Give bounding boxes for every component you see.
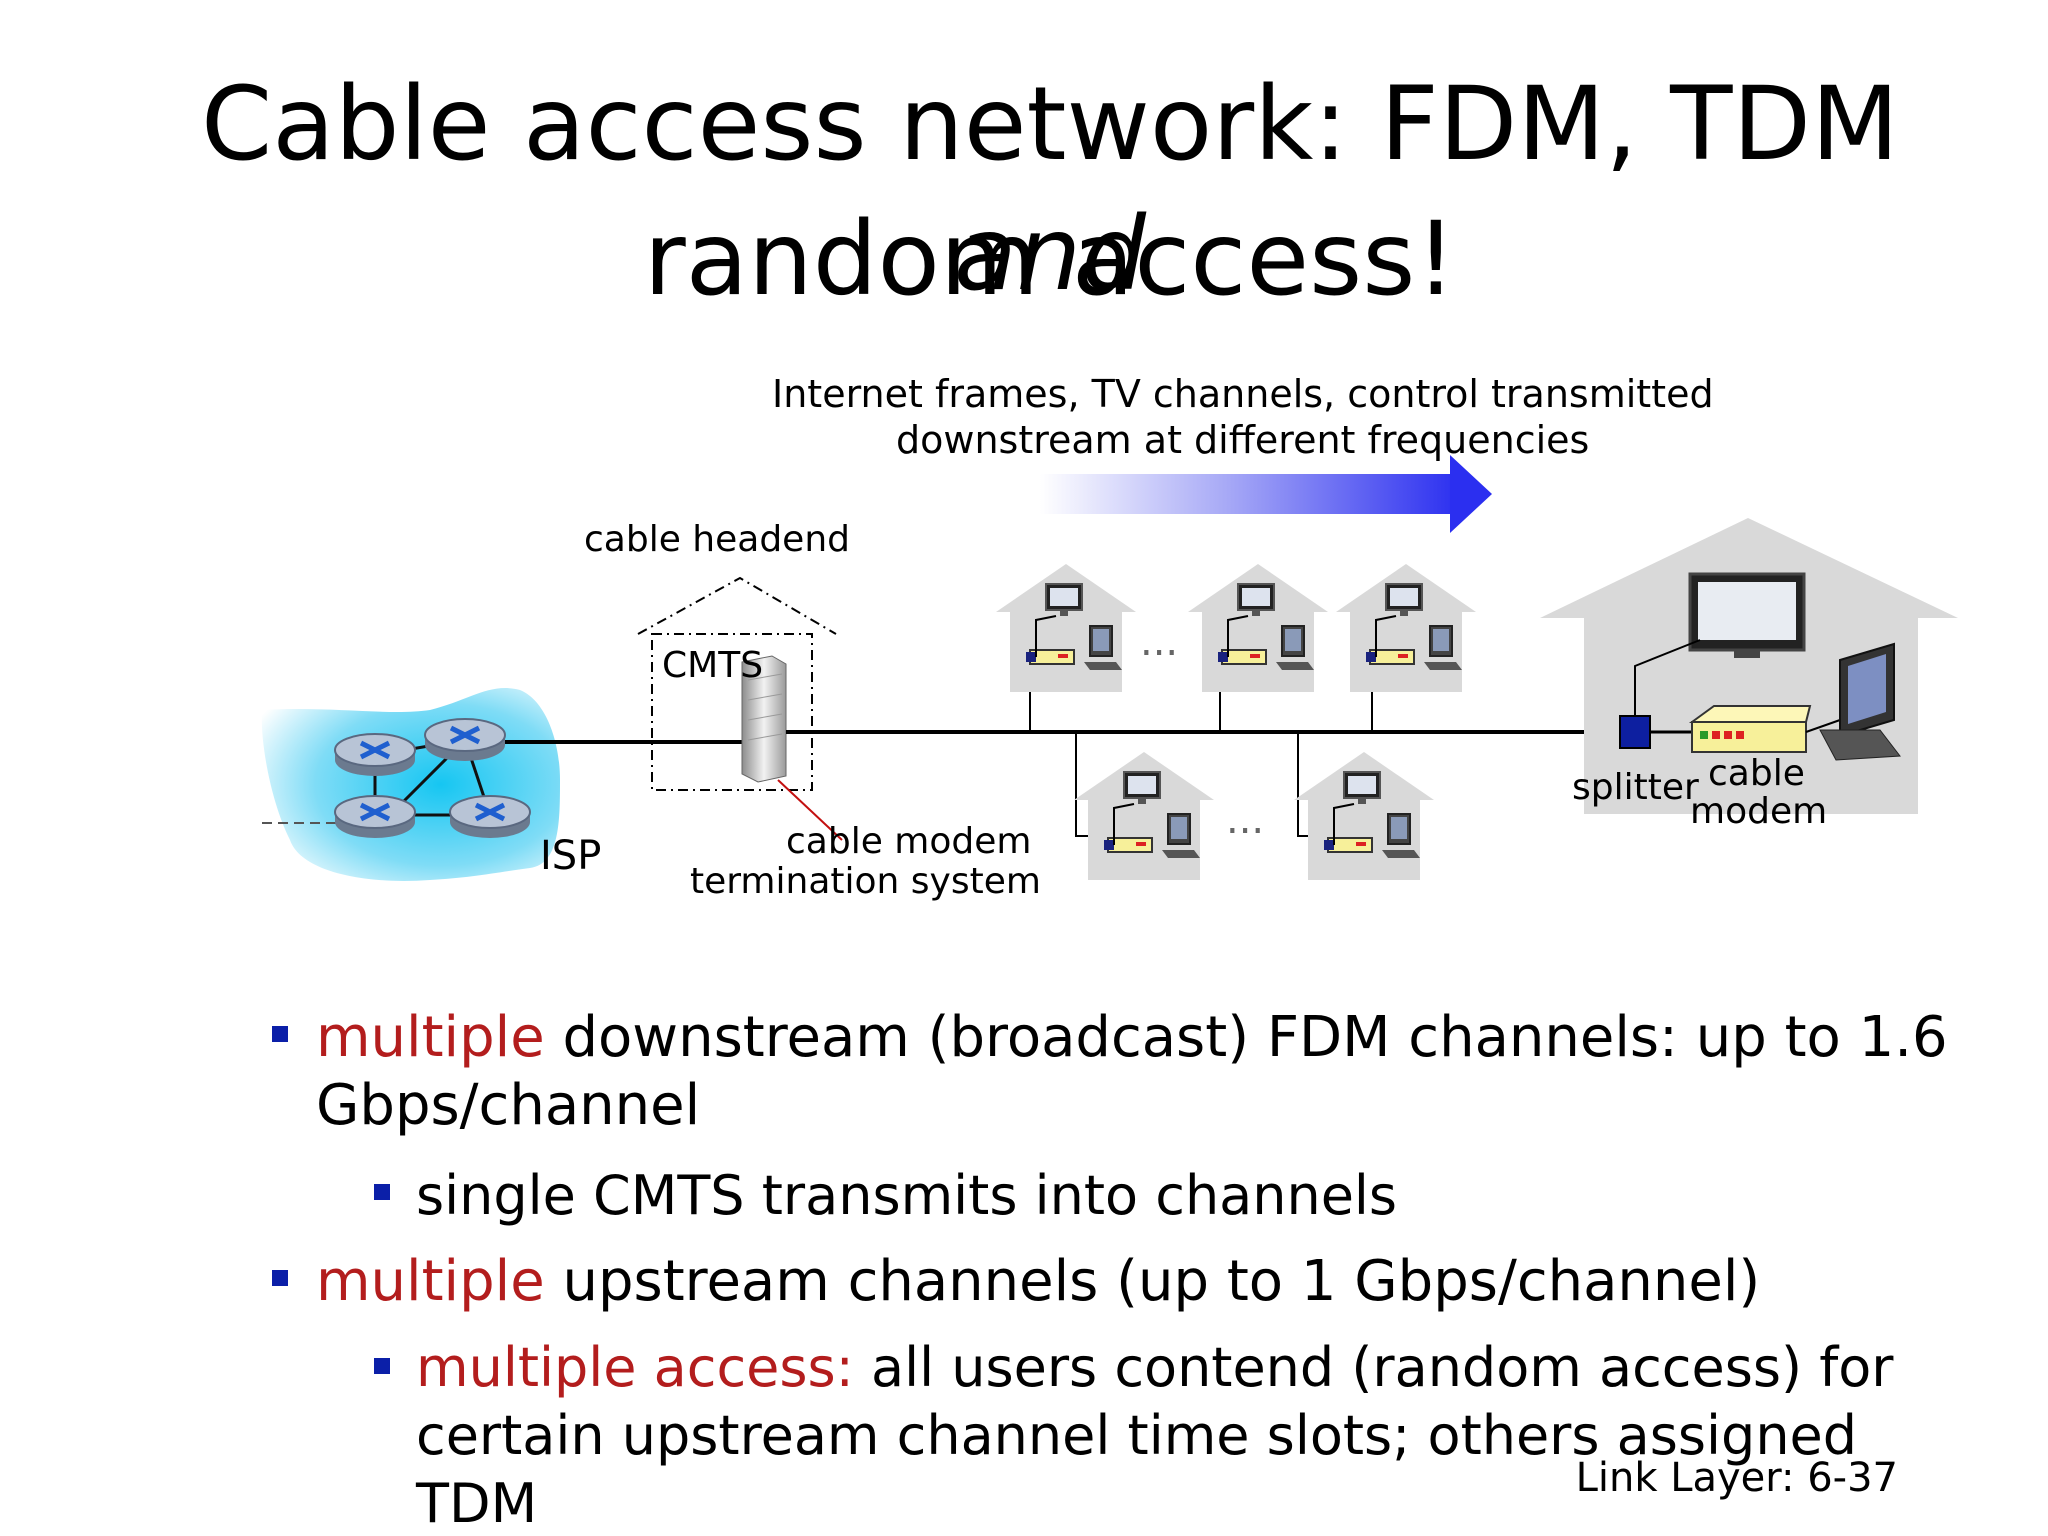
- cmts-full-label-line1: cable modem: [786, 821, 1032, 862]
- cable-network-diagram: [261, 455, 1958, 881]
- cmts-rack-icon: [741, 655, 787, 783]
- router-icon: [335, 796, 415, 838]
- cable-modem-label-line1: cable: [1708, 753, 1805, 794]
- slide-footer: Link Layer: 6-37: [1575, 1455, 1898, 1501]
- subscriber-house-icon: [995, 563, 1137, 693]
- bullet-2: single CMTS transmits into channels: [416, 1164, 1398, 1227]
- cmts-pointer-line: [777, 779, 843, 841]
- subscriber-house-icon: [1073, 751, 1215, 881]
- bullet-marker: [272, 1270, 288, 1286]
- headend-roof: [637, 576, 837, 635]
- bullet-marker: [374, 1184, 390, 1200]
- router-icon: [450, 796, 530, 838]
- big-house-roof: [1540, 518, 1958, 618]
- downstream-arrow-shaft: [1040, 474, 1460, 514]
- splitter-to-tv-line: [1634, 639, 1701, 716]
- bullet-4-line2: certain upstream channel time slots; oth…: [416, 1404, 1858, 1467]
- bullet-marker: [272, 1026, 288, 1042]
- splitter-label: splitter: [1572, 767, 1699, 808]
- headend-box: [651, 633, 813, 791]
- slide-title-line2: random access!: [643, 200, 1457, 319]
- cable-modem-top: [1688, 705, 1812, 723]
- router-icon: [335, 734, 415, 776]
- router-icon: [425, 719, 505, 761]
- bullet-marker: [374, 1358, 390, 1374]
- bullet-1-line2: Gbps/channel: [316, 1073, 701, 1138]
- subscriber-house-icon: [1335, 563, 1477, 693]
- isp-cloud: [261, 688, 560, 881]
- more-houses-ellipsis: ...: [1226, 797, 1265, 843]
- isp-label: ISP: [540, 833, 602, 879]
- cmts-label: CMTS: [662, 645, 764, 686]
- downstream-caption-line2: downstream at different frequencies: [896, 418, 1590, 462]
- more-houses-ellipsis: ...: [1140, 619, 1179, 665]
- downstream-caption-line1: Internet frames, TV channels, control tr…: [772, 372, 1714, 416]
- bullet-4-line3: TDM: [416, 1472, 538, 1535]
- splitter-icon: [1619, 715, 1651, 749]
- bullet-3: multiple upstream channels (up to 1 Gbps…: [316, 1249, 1761, 1314]
- cable-modem-label-line2: modem: [1690, 791, 1828, 832]
- bullet-4-line1: multiple access: all users contend (rand…: [416, 1336, 1894, 1399]
- cmts-full-label-line2: termination system: [690, 861, 1041, 902]
- slide-title-line1: Cable access network: FDM, TDM and: [200, 65, 1900, 314]
- title-italic-word: and: [954, 195, 1146, 314]
- cable-headend-label: cable headend: [584, 519, 850, 560]
- subscriber-house-icon: [1293, 751, 1435, 881]
- subscriber-house-icon: [1187, 563, 1329, 693]
- downstream-arrowhead: [1450, 455, 1492, 533]
- bullet-1-line1: multiple downstream (broadcast) FDM chan…: [316, 1005, 1948, 1070]
- cable-modem-icon: [1691, 721, 1807, 753]
- keyboard-icon: [1819, 729, 1901, 761]
